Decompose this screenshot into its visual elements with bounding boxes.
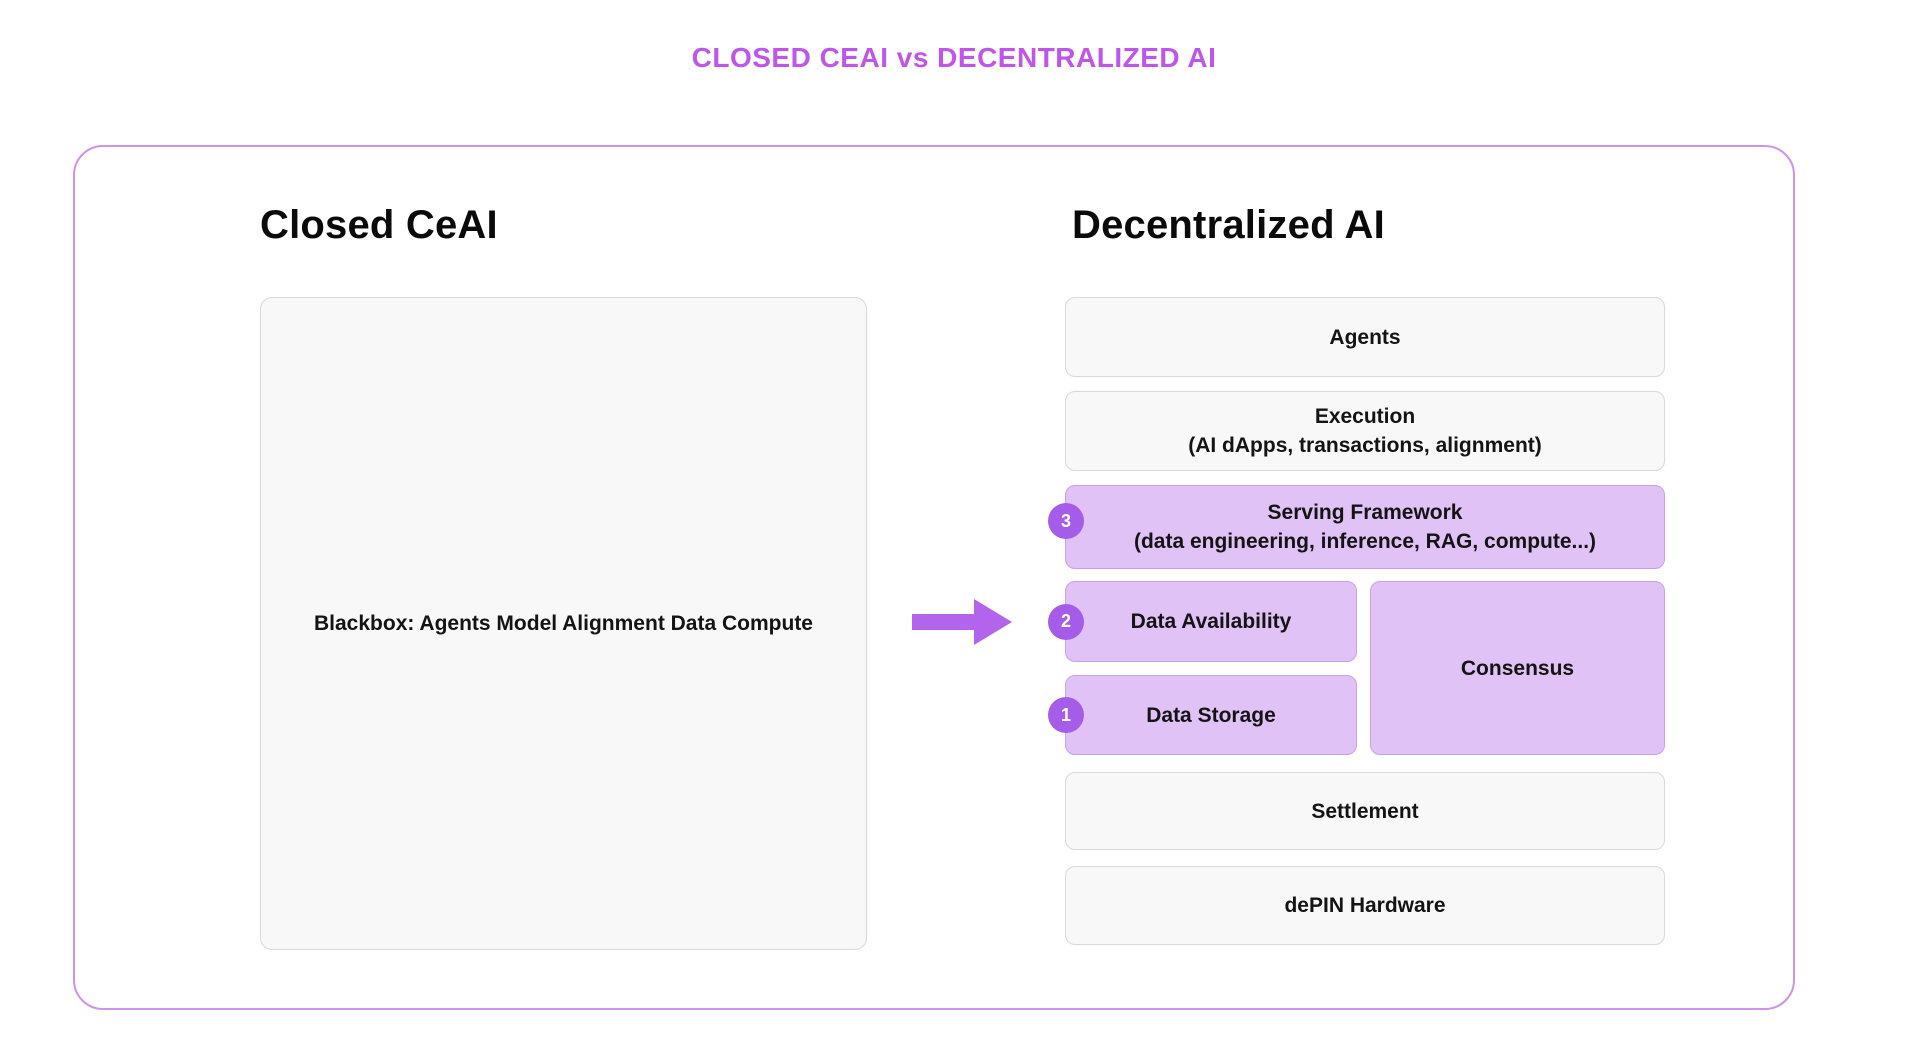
blackbox-label: Blackbox: Agents Model Alignment Data Co…	[314, 612, 813, 635]
layer-data-availability-label: Data Availability	[1130, 610, 1292, 633]
layer-settlement: Settlement	[1065, 772, 1665, 850]
layer-data-storage: 1 Data Storage	[1048, 675, 1357, 755]
layer-execution-label: Execution	[1314, 405, 1416, 428]
layer-consensus-label: Consensus	[1460, 656, 1575, 680]
layer-settlement-label: Settlement	[1311, 799, 1419, 823]
page-title: CLOSED CEAI vs DECENTRALIZED AI	[691, 42, 1217, 73]
layer-execution: Execution (AI dApps, transactions, align…	[1065, 391, 1665, 471]
decentralized-stack: Agents Execution (AI dApps, transactions…	[1048, 147, 1665, 1008]
step-1-badge: 1	[1048, 697, 1084, 733]
layer-serving-sublabel: (data engineering, inference, RAG, compu…	[1133, 530, 1597, 553]
comparison-container: Closed CeAI Decentralized AI Blackbox: A…	[73, 145, 1795, 1010]
decentralized-ai-heading: Decentralized AI	[1072, 203, 1385, 247]
arrow-right-icon	[912, 599, 1012, 645]
layer-execution-sublabel: (AI dApps, transactions, alignment)	[1188, 434, 1542, 457]
step-2-badge: 2	[1048, 603, 1084, 640]
layer-data-storage-label: Data Storage	[1146, 703, 1276, 727]
layer-serving-label: Serving Framework	[1267, 501, 1463, 524]
layer-data-availability: 2 Data Availability	[1048, 581, 1357, 662]
layer-agents-label: Agents	[1329, 325, 1401, 349]
layer-depin-hardware: dePIN Hardware	[1065, 866, 1665, 945]
layer-serving-framework: 3 Serving Framework (data engineering, i…	[1048, 485, 1665, 569]
layer-consensus: Consensus	[1370, 581, 1665, 755]
layer-depin-hardware-label: dePIN Hardware	[1284, 894, 1446, 917]
blackbox-panel: Blackbox: Agents Model Alignment Data Co…	[260, 297, 867, 950]
layer-agents: Agents	[1065, 297, 1665, 377]
closed-ceai-heading: Closed CeAI	[260, 203, 498, 247]
step-3-badge: 3	[1048, 503, 1084, 539]
